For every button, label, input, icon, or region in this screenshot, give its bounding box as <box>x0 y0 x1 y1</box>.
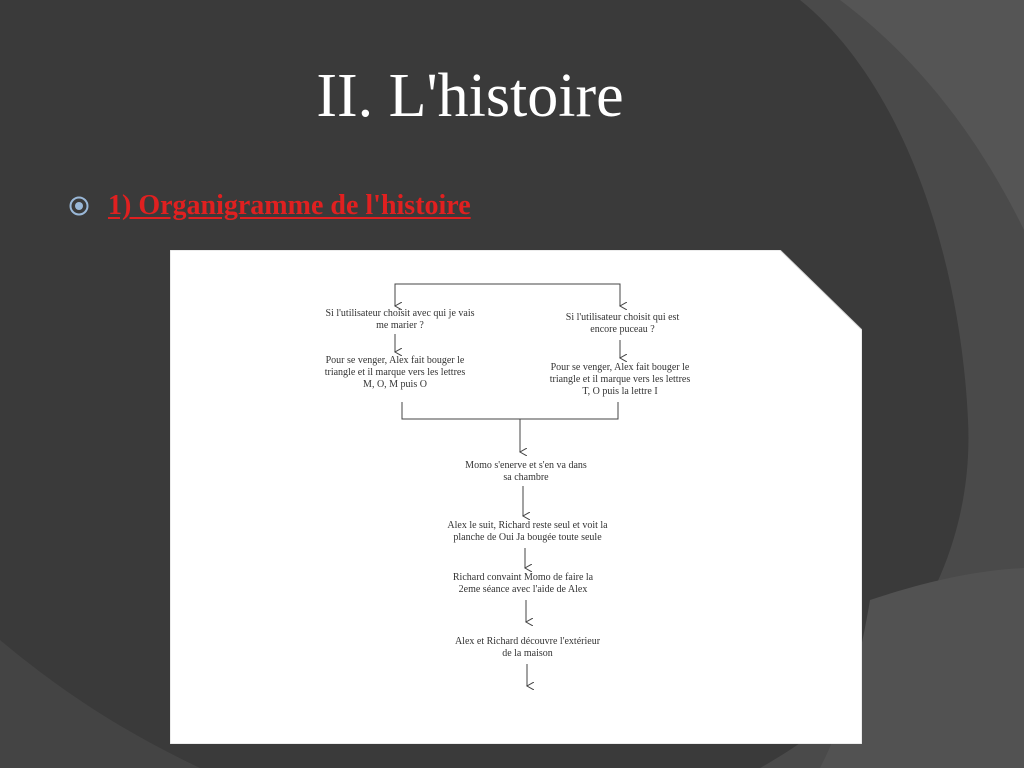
flow-node-revenge-mom: Pour se venger, Alex fait bouger le tria… <box>324 355 466 390</box>
flow-node-alex-follows: Alex le suit, Richard reste seul et voit… <box>447 520 608 543</box>
circled-dot-icon <box>69 196 89 216</box>
bullet-item: 1) Organigramme de l'histoire <box>68 186 471 226</box>
flow-node-choice-virgin: Si l'utilisateur choisit qui est encore … <box>565 312 680 335</box>
flow-node-choice-marry: Si l'utilisateur choisit avec qui je vai… <box>325 308 475 331</box>
slide-title: II. L'histoire <box>316 62 624 130</box>
flow-node-momo-angry: Momo s'enerve et s'en va dans sa chambre <box>465 460 587 483</box>
flow-node-discover-outside: Alex et Richard découvre l'extérieur de … <box>454 636 601 659</box>
bullet-text: 1) Organigramme de l'histoire <box>108 190 471 221</box>
flowchart-panel: Si l'utilisateur choisit avec qui je vai… <box>170 250 862 744</box>
flow-node-revenge-toi: Pour se venger, Alex fait bouger le tria… <box>549 362 691 397</box>
flowchart-connectors <box>170 250 862 744</box>
flow-node-richard-convinces: Richard convaint Momo de faire la 2eme s… <box>452 572 594 595</box>
